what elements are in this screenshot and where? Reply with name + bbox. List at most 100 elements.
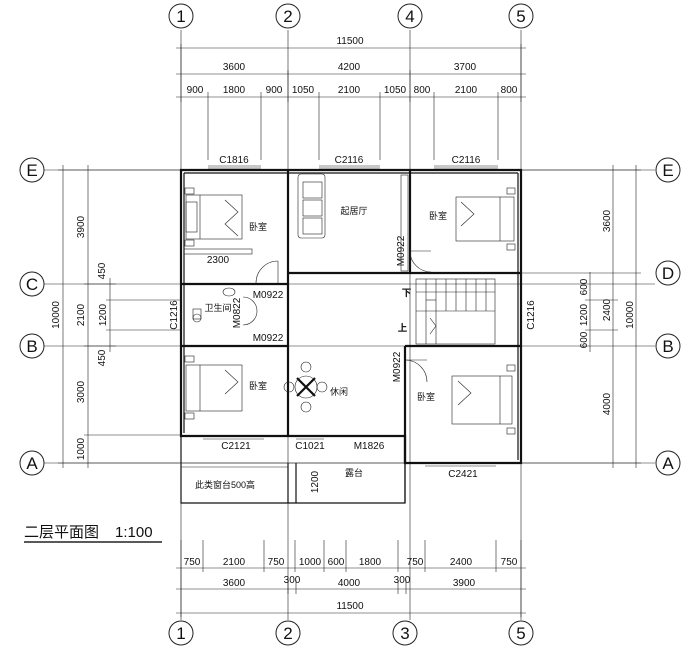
window-label: C1216 (169, 300, 180, 330)
drawing-scale: 1:100 (115, 524, 153, 541)
dim-right-seg: 2400 (602, 298, 613, 321)
drawing-title: 二层平面图 (24, 524, 99, 541)
annotations: 2300 1200 此类窗台500高 二层平面图 1:100 (24, 255, 321, 543)
door-label: M0922 (392, 351, 403, 382)
grid-label-right-D: D (662, 264, 674, 283)
grid-label-bottom-5: 5 (516, 624, 525, 643)
dim-top-seg: 800 (414, 85, 431, 96)
dim-top-seg: 2100 (338, 85, 361, 96)
door-label: M0922 (396, 235, 407, 266)
grid-label-top-1: 1 (176, 7, 185, 26)
dim-top-2: 4200 (338, 62, 361, 73)
dim-top-seg: 1050 (292, 85, 315, 96)
door-label: M0922 (253, 333, 284, 344)
dim-bottom-seg: 600 (328, 557, 345, 568)
dim-bottom-total: 11500 (336, 601, 364, 612)
room-label-bedroom: 卧室 (249, 221, 267, 232)
dim-left-inner: 450 (97, 349, 108, 366)
dim-right-seg: 3600 (602, 209, 613, 232)
left-dimensions: 10000 3900 2100 3000 1000 450 1200 450 (51, 165, 180, 468)
walls (179, 168, 523, 504)
room-labels: 卧室 起居厅 卧室 卫生间 卧室 休闲 卧室 露台 (204, 206, 447, 478)
grid-label-top-2: 2 (283, 7, 292, 26)
room-label-bedroom: 卧室 (249, 380, 267, 391)
room-label-bath: 卫生间 (204, 302, 231, 313)
dim-bottom-seg: 750 (501, 557, 518, 568)
grid-label-bottom-1: 1 (176, 624, 185, 643)
dim-top-seg: 2100 (455, 85, 478, 96)
window-label: C1816 (219, 155, 249, 166)
dim-bottom-mid: 3600 (223, 578, 246, 589)
room-label-bedroom: 卧室 (417, 391, 435, 402)
sofa-icon (297, 173, 326, 239)
grid-label-bottom-3: 3 (400, 624, 409, 643)
bed-icon (185, 194, 243, 240)
dim-left-seg: 3000 (76, 380, 87, 403)
stair-up-label: 上 (398, 323, 407, 333)
top-dimensions: 11500 3600 4200 3700 900 1800 900 1050 2… (176, 36, 526, 160)
dim-top-seg: 900 (187, 85, 204, 96)
windows (203, 165, 498, 467)
inline-dim: 2300 (207, 255, 230, 266)
dim-top-total: 11500 (336, 36, 364, 47)
window-label: C1021 (295, 441, 325, 452)
dim-top-3: 3700 (454, 62, 477, 73)
dim-top-seg: 800 (501, 85, 518, 96)
inline-dim: 1200 (310, 470, 321, 493)
window-label: M1826 (354, 441, 385, 452)
dim-left-seg: 1000 (76, 437, 87, 460)
doors (242, 250, 432, 383)
toilet-icon (222, 287, 236, 297)
room-label-lounge: 休闲 (330, 386, 348, 397)
dim-left-inner: 1200 (98, 303, 109, 326)
dim-right-inner: 1200 (579, 303, 590, 326)
grid-label-right-B: B (662, 337, 673, 356)
dim-bottom-seg: 2400 (450, 557, 473, 568)
dim-bottom-mid: 300 (284, 575, 301, 586)
dim-bottom-mid: 4000 (338, 578, 361, 589)
dim-left-inner: 450 (97, 262, 108, 279)
bed-icon (185, 364, 243, 412)
window-label: C2116 (452, 155, 481, 166)
window-label: C2121 (221, 441, 251, 452)
window-label: C1216 (526, 300, 537, 330)
dim-top-1: 3600 (223, 62, 246, 73)
dim-top-seg: 1050 (384, 85, 407, 96)
room-label-living: 起居厅 (340, 206, 367, 216)
dim-bottom-seg: 750 (407, 557, 424, 568)
dim-right-inner: 600 (579, 278, 590, 295)
dim-bottom-seg: 750 (184, 557, 201, 568)
grid-label-top-4: 4 (405, 7, 414, 26)
right-dimensions: 10000 3600 2400 4000 600 1200 600 (522, 165, 641, 468)
dim-top-seg: 900 (266, 85, 283, 96)
dim-bottom-mid: 3900 (453, 578, 476, 589)
bed-icon (451, 375, 513, 425)
dim-right-seg: 4000 (602, 392, 613, 415)
window-labels: C1816 C2116 C2116 C2121 C1021 M1826 C242… (169, 155, 537, 480)
grid-label-left-A: A (26, 454, 38, 473)
grid-bubbles: 1 2 4 5 1 2 3 5 E C B A E D B A (19, 3, 681, 646)
dim-right-inner: 600 (579, 331, 590, 348)
furniture (183, 173, 516, 435)
grid-label-left-E: E (26, 161, 37, 180)
dim-bottom-seg: 1800 (359, 557, 382, 568)
grid-label-bottom-2: 2 (283, 624, 292, 643)
dim-left-total: 10000 (51, 301, 62, 329)
door-label: M0922 (253, 290, 284, 301)
dim-right-total: 10000 (625, 301, 636, 329)
room-label-bedroom: 卧室 (429, 210, 447, 221)
dim-left-seg: 3900 (76, 215, 87, 238)
bottom-dimensions: 750 2100 750 1000 600 1800 750 2400 750 … (176, 540, 526, 617)
dim-bottom-seg: 750 (268, 557, 285, 568)
bed-icon (455, 196, 515, 242)
room-label-terrace: 露台 (345, 467, 363, 478)
dim-left-seg: 2100 (76, 303, 87, 326)
staircase: 下 上 (398, 278, 496, 345)
dim-bottom-mid: 300 (394, 575, 411, 586)
door-label: M0822 (232, 297, 243, 328)
dim-bottom-seg: 1000 (299, 557, 322, 568)
window-label: C2116 (335, 155, 364, 166)
dim-top-seg: 1800 (223, 85, 246, 96)
grid-label-left-C: C (26, 275, 38, 294)
grid-label-top-5: 5 (516, 7, 525, 26)
